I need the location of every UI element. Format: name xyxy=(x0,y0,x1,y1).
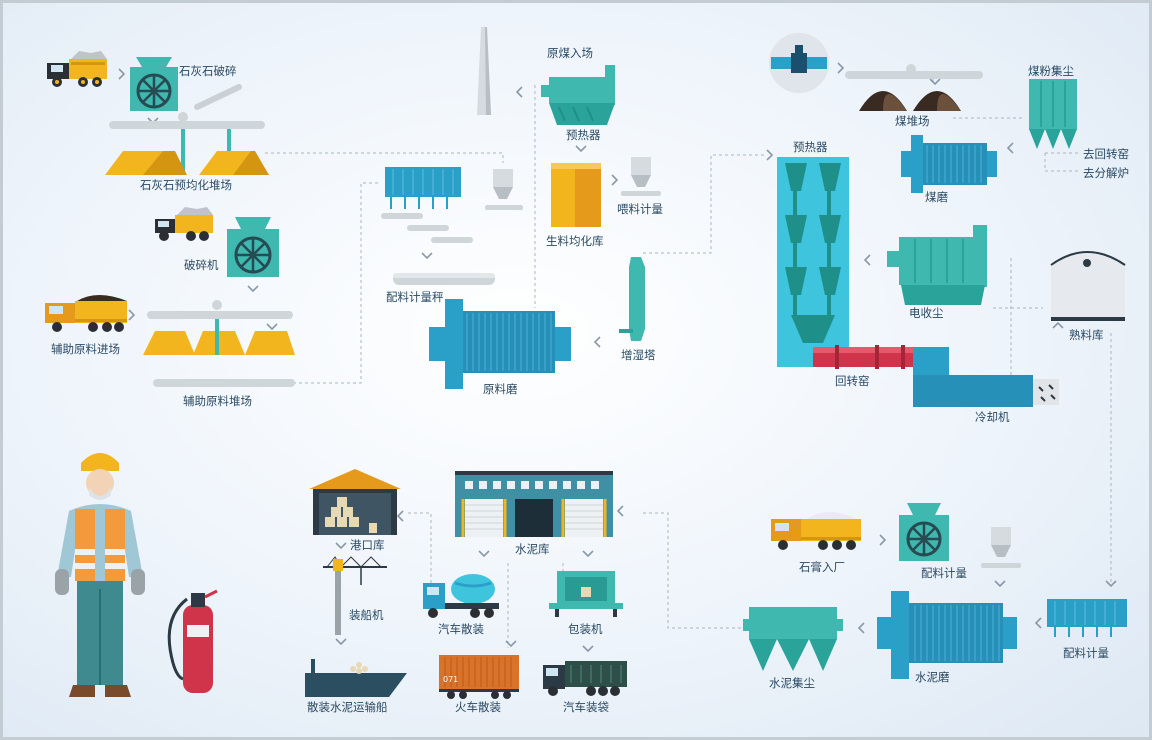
electrostatic-precipitator-icon xyxy=(887,225,987,305)
label-coal-mill: 煤磨 xyxy=(925,190,948,204)
cement-mill-icon xyxy=(877,591,1017,679)
bag-truck-icon xyxy=(543,661,627,696)
label-rotary-kiln: 回转窑 xyxy=(835,374,870,388)
stockpile-icon xyxy=(105,112,269,175)
label-feed-meter: 喂料计量 xyxy=(617,202,663,216)
label-gypsum-in: 石膏入厂 xyxy=(799,560,845,574)
batching-bins-icon xyxy=(1047,599,1127,637)
label-limestone-crush: 石灰石破碎 xyxy=(179,64,237,78)
chimney-icon xyxy=(477,27,491,115)
label-train-bulk: 火车散装 xyxy=(455,700,501,714)
label-preheater-big: 预热器 xyxy=(793,140,828,154)
preheater-tower-icon xyxy=(777,157,849,367)
label-aux-in: 辅助原料进场 xyxy=(51,342,120,356)
belt-feeders-icon xyxy=(381,213,473,243)
label-cooler: 冷却机 xyxy=(975,410,1010,424)
label-coal-dust: 煤粉集尘 xyxy=(1028,64,1074,78)
dump-truck-icon xyxy=(47,51,107,87)
clinker-silo-icon xyxy=(1050,251,1126,321)
gypsum-truck-icon xyxy=(771,512,861,550)
packer-icon xyxy=(549,571,623,617)
label-port-store: 港口库 xyxy=(350,538,385,552)
label-to-calciner: 去分解炉 xyxy=(1083,166,1129,180)
homogenizing-silo-icon xyxy=(551,163,601,227)
label-humid-tower: 增湿塔 xyxy=(621,348,656,362)
label-batch-scale: 配料计量秤 xyxy=(386,290,444,304)
preheater-icon xyxy=(541,65,615,125)
label-raw-homog: 生料均化库 xyxy=(546,234,604,248)
label-clinker-silo: 熟料库 xyxy=(1069,328,1104,342)
label-cement-dust: 水泥集尘 xyxy=(769,676,815,690)
conveyor-icon xyxy=(194,84,242,110)
label-ship-loader: 装船机 xyxy=(349,608,384,622)
label-raw-coal-in: 原煤入场 xyxy=(547,46,593,60)
label-limestone-yard: 石灰石预均化堆场 xyxy=(140,178,232,192)
label-cement-mill: 水泥磨 xyxy=(915,670,950,684)
train-wagon-icon xyxy=(439,655,519,699)
label-bulk-ship: 散装水泥运输船 xyxy=(307,700,388,714)
label-batch-meter2: 配料计量 xyxy=(1063,646,1109,660)
ship-loader-crane-icon xyxy=(323,556,387,635)
label-packer: 包装机 xyxy=(568,622,603,636)
ball-mill-icon xyxy=(429,299,571,389)
coal-mill-icon xyxy=(901,135,997,193)
feed-meter-icon xyxy=(621,157,661,196)
label-preheater-small: 预热器 xyxy=(566,128,601,142)
aux-stockpile-icon xyxy=(143,300,295,355)
coal-yard-icon xyxy=(845,64,983,111)
label-raw-mill: 原料磨 xyxy=(483,382,518,396)
cement-dust-collector-icon xyxy=(743,607,843,671)
label-to-kiln: 去回转窑 xyxy=(1083,147,1129,161)
label-batch-meter1: 配料计量 xyxy=(921,566,967,580)
worker-icon xyxy=(55,453,145,697)
cement-warehouse-icon xyxy=(455,471,613,537)
port-warehouse-icon xyxy=(309,469,401,535)
feeder-icon xyxy=(485,169,523,210)
coal-truck-icon xyxy=(45,295,127,332)
meter-feeder-icon xyxy=(981,527,1021,568)
fire-extinguisher-icon xyxy=(167,589,218,693)
rotary-kiln-icon xyxy=(813,345,915,369)
crusher-icon xyxy=(130,57,178,111)
bulk-cement-ship-icon xyxy=(305,659,407,697)
coal-dust-collector-icon xyxy=(1029,79,1077,149)
batching-bins-icon xyxy=(385,167,461,209)
crusher-icon xyxy=(899,503,949,561)
dump-truck-icon xyxy=(155,207,213,241)
label-cement-store: 水泥库 xyxy=(515,542,550,556)
flow-arrows xyxy=(118,62,1117,653)
crusher-icon xyxy=(227,217,279,277)
label-coal-yard: 煤堆场 xyxy=(895,114,930,128)
label-esp: 电收尘 xyxy=(909,306,944,320)
cement-mixer-truck-icon xyxy=(423,574,499,618)
train-number: 071 xyxy=(443,675,459,684)
cooler-icon xyxy=(913,347,1059,407)
satellite-icon xyxy=(769,33,829,93)
batching-scale-icon xyxy=(393,273,495,285)
label-aux-yard: 辅助原料堆场 xyxy=(183,394,252,408)
label-truck-bulk: 汽车散装 xyxy=(438,622,484,636)
label-truck-bag: 汽车装袋 xyxy=(563,700,609,714)
conveyor-icon xyxy=(153,379,295,387)
label-crusher: 破碎机 xyxy=(184,258,219,272)
humidifying-tower-icon xyxy=(619,257,645,341)
